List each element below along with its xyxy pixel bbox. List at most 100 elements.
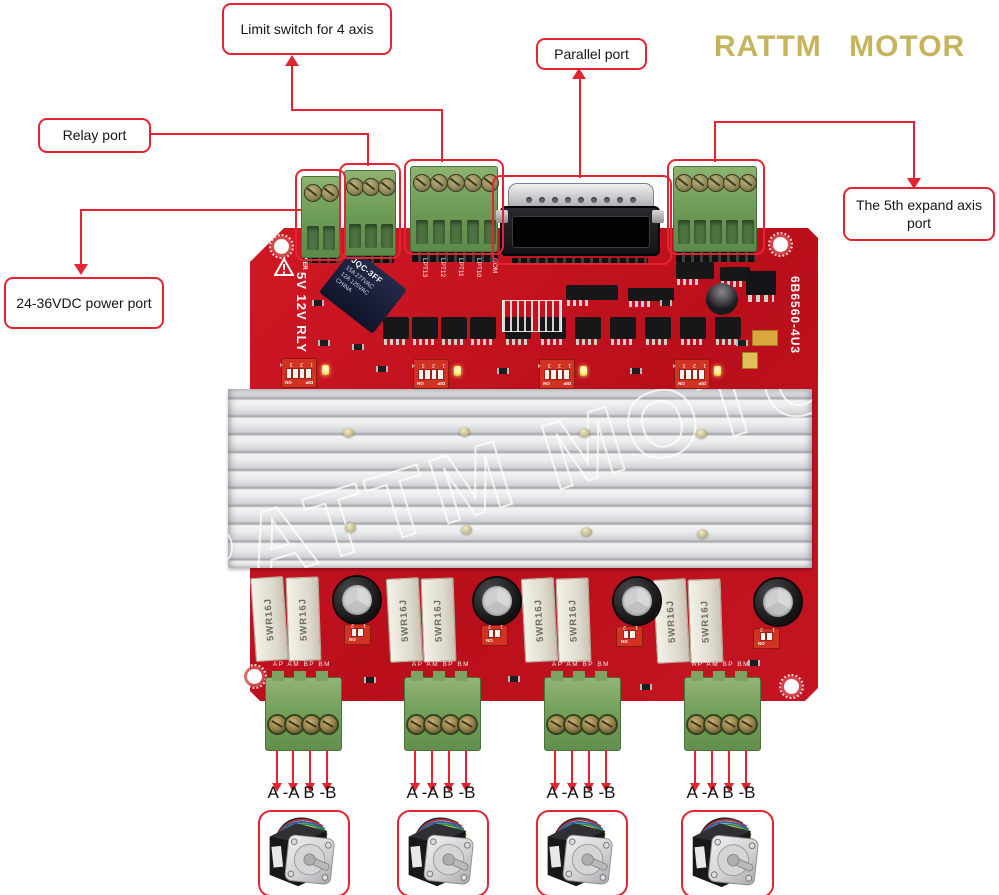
callout-power-port: 24-36VDC power port	[4, 277, 164, 329]
driver-chip	[680, 317, 706, 345]
driver-chip	[645, 317, 671, 345]
pin-arrow	[444, 750, 454, 792]
stepper-motor-photo	[681, 810, 774, 895]
pin-arrow	[322, 750, 332, 792]
expand-axis-terminal-5pin	[673, 166, 757, 252]
dip-switch-2pos: ON 1 2	[481, 623, 508, 646]
dip-label: DIP	[305, 380, 313, 385]
power-resistor: 5WR16J	[520, 577, 559, 663]
power-resistor: 5WR16J	[250, 575, 289, 663]
heatsink-screw	[345, 523, 356, 532]
smd-component	[736, 340, 748, 346]
on-label: ON	[621, 639, 628, 644]
line-limit-v1	[291, 65, 293, 111]
logic-chip	[676, 262, 714, 285]
pin-arrow	[550, 750, 560, 792]
heatsink-screw	[579, 428, 590, 437]
pin-arrow	[427, 750, 437, 792]
dip-numbers: 1 2	[347, 622, 366, 628]
motor-terminal-4pin	[265, 671, 342, 751]
electrolytic-capacitor	[755, 579, 801, 625]
electrolytic-capacitor	[334, 577, 380, 623]
dip-switch-2pos: ON 1 2	[616, 624, 643, 647]
driver-chip	[441, 317, 467, 345]
silk-lpt10: LPT10	[475, 258, 482, 278]
driver-chip	[470, 317, 496, 345]
logic-chip	[566, 285, 618, 306]
smd-component	[640, 684, 652, 690]
dip-numbers: 1 2 3 4	[408, 362, 445, 368]
outline-parallel-port	[492, 175, 672, 265]
callout-relay-port: Relay port	[38, 118, 151, 153]
outline-limit-switch-port	[404, 159, 504, 255]
pin-arrow	[690, 750, 700, 792]
heatsink-screw	[697, 529, 708, 538]
motor-terminal-4pin	[544, 671, 621, 751]
dip-switch-2pos: ON 1 2	[344, 622, 371, 645]
pin-arrow	[584, 750, 594, 792]
resistor-label: 5WR16J	[699, 599, 712, 643]
heatsink-screw	[459, 427, 470, 436]
electrolytic-capacitor	[614, 578, 660, 624]
regulator-pins	[748, 295, 774, 302]
power-resistor: 5WR16J	[285, 576, 322, 662]
dip-numbers: 1 2	[484, 623, 503, 629]
line-parallel-v	[579, 78, 581, 178]
pin-labels-channel4: A -A B -B	[686, 783, 756, 802]
resistor-label: 5WR16J	[567, 598, 580, 642]
electrolytic-capacitor	[474, 578, 520, 624]
pin-header	[512, 258, 648, 264]
silk-model-number: 6B6560-4U3	[788, 276, 802, 355]
outline-expand-axis-port	[667, 159, 765, 255]
motor-terminal-4pin	[684, 671, 761, 751]
driver-chip	[383, 317, 409, 345]
stepper-motor-photo	[258, 810, 350, 895]
pin-arrow	[567, 750, 577, 792]
driver-chip	[610, 317, 636, 345]
arrowhead-limit-switch	[285, 55, 299, 66]
dip-switch-2pos: ON 1 2	[753, 626, 780, 649]
resistor-label: 5WR16J	[297, 597, 310, 641]
pin-labels-channel1: A -A B -B	[267, 783, 337, 802]
mounting-hole	[768, 232, 793, 257]
heatsink-screw	[461, 525, 472, 534]
on-label: ON	[417, 381, 424, 386]
dip-numbers: 1 2 3 4	[276, 361, 313, 367]
pin-arrow	[410, 750, 420, 792]
channel-pin-silk: AP AM BP BM	[272, 661, 332, 668]
mounting-hole	[779, 674, 804, 699]
db25-slot	[512, 216, 650, 248]
led-indicator	[580, 366, 587, 376]
power-resistor: 5WR16J	[385, 577, 424, 663]
silk-voltage-label: 5V 12V RLY	[294, 272, 309, 354]
smd-component	[497, 368, 509, 374]
heatsink-screw	[581, 527, 592, 536]
line-relay-v	[367, 133, 369, 166]
smd-component	[364, 677, 376, 683]
stepper-motor-photo	[397, 810, 489, 895]
line-expand-h	[714, 121, 915, 123]
motor-terminal-4pin	[404, 671, 481, 751]
resistor-label: 5WR16J	[532, 598, 547, 642]
pin-header	[676, 252, 756, 262]
arrowhead-power-port	[74, 264, 88, 275]
pin-arrow	[741, 750, 751, 792]
stepper-motor-photo	[536, 810, 628, 895]
power-terminal-2pin	[301, 176, 340, 258]
silk-lpt11: LPT11	[457, 258, 464, 277]
callout-expand-axis-port: The 5th expand axis port	[843, 187, 995, 241]
channel-pin-silk: AP AM BP BM	[551, 661, 611, 668]
smd-component	[748, 660, 760, 666]
on-label: ON	[285, 380, 292, 385]
silk-lpt12: LPT12	[439, 258, 446, 278]
heatsink-screw	[343, 428, 354, 437]
heatsink-screw	[696, 429, 707, 438]
mounting-hole	[242, 664, 267, 689]
pin-labels-channel3: A -A B -B	[546, 783, 616, 802]
dip-label: DIP	[563, 381, 571, 386]
on-label: ON	[486, 638, 493, 643]
line-power-h	[80, 209, 302, 211]
